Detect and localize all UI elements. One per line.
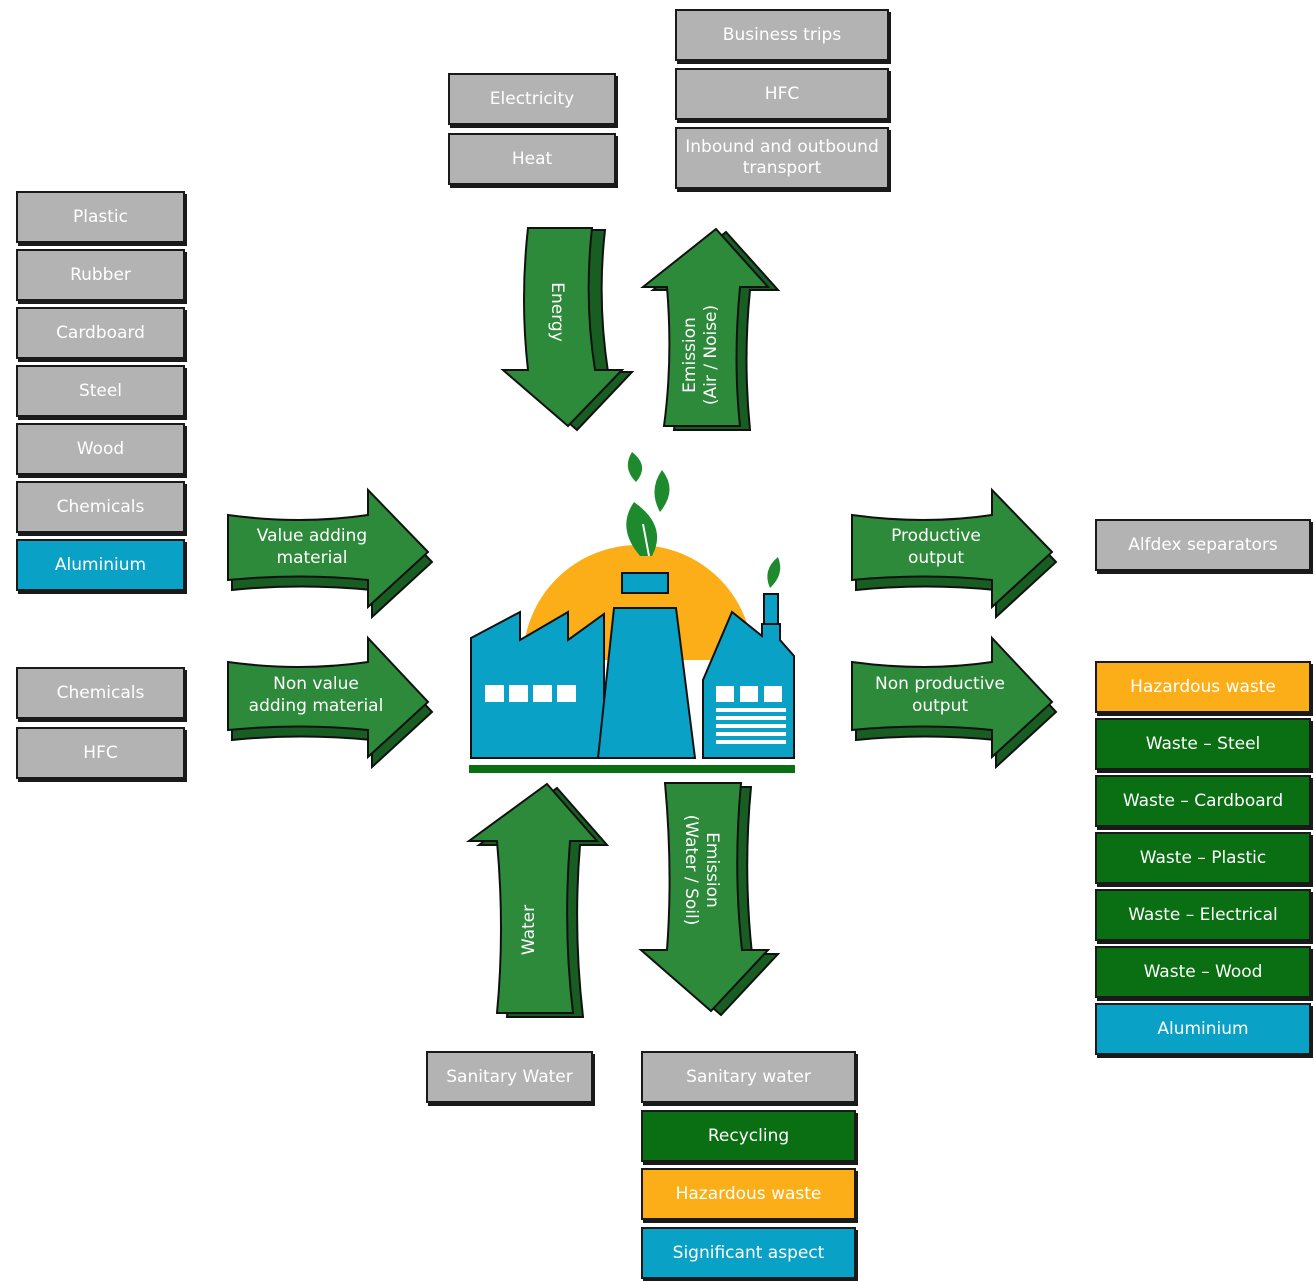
water-arrow: Water (465, 782, 610, 1018)
input-box-heat: Heat (448, 133, 616, 185)
factory-icon (469, 452, 795, 773)
non-value-adding-arrow-label-2: adding material (249, 696, 384, 716)
legend-hazardous-waste: Hazardous waste (641, 1168, 856, 1220)
emission-water-arrow-label-1: Emission (702, 832, 722, 908)
waste-box-hazardous: Hazardous waste (1095, 661, 1311, 713)
emission-box-hfc: HFC (675, 68, 889, 120)
non-productive-output-arrow: Non productive output (851, 635, 1058, 770)
value-adding-arrow: Value adding material (227, 487, 434, 620)
water-arrow-label: Water (519, 905, 539, 955)
energy-arrow: Energy (500, 227, 635, 432)
productive-output-arrow-label-2: output (908, 548, 964, 568)
water-box-sanitary-water: Sanitary Water (426, 1051, 593, 1103)
emission-box-business-trips: Business trips (675, 9, 889, 61)
emission-air-arrow-label-1: Emission (680, 317, 700, 393)
emission-air-arrow: Emission (Air / Noise) (640, 227, 781, 431)
value-adding-arrow-label-1: Value adding (257, 526, 367, 546)
productive-output-arrow: Productive output (851, 487, 1058, 620)
non-value-adding-arrow-label-1: Non value (273, 674, 359, 694)
waste-box-cardboard: Waste – Cardboard (1095, 775, 1311, 827)
waste-box-aluminium: Aluminium (1095, 1003, 1311, 1055)
material-box-aluminium: Aluminium (16, 539, 185, 591)
non-productive-output-arrow-label-1: Non productive (875, 674, 1005, 694)
input-box-electricity: Electricity (448, 73, 616, 125)
waste-box-electrical: Waste – Electrical (1095, 889, 1311, 941)
non-value-box-chemicals: Chemicals (16, 667, 185, 719)
material-box-cardboard: Cardboard (16, 307, 185, 359)
legend-significant-aspect: Significant aspect (641, 1227, 856, 1279)
non-productive-output-arrow-label-2: output (912, 696, 968, 716)
emission-water-arrow-label-2: (Water / Soil) (681, 815, 701, 926)
emission-box-transport: Inbound and outbound transport (675, 127, 889, 189)
energy-arrow-label: Energy (547, 282, 567, 342)
non-value-adding-arrow: Non value adding material (227, 635, 434, 770)
leaf-icon (626, 452, 781, 588)
material-box-rubber: Rubber (16, 249, 185, 301)
output-box-alfdex-separators: Alfdex separators (1095, 519, 1311, 571)
non-value-box-hfc: HFC (16, 727, 185, 779)
emission-water-arrow: Emission (Water / Soil) (638, 782, 781, 1017)
emission-water-box-sanitary-water: Sanitary water (641, 1051, 856, 1103)
productive-output-arrow-label-1: Productive (891, 526, 981, 546)
value-adding-arrow-label-2: material (277, 548, 348, 568)
waste-box-plastic: Waste – Plastic (1095, 832, 1311, 884)
material-box-wood: Wood (16, 423, 185, 475)
waste-box-steel: Waste – Steel (1095, 718, 1311, 770)
waste-box-wood: Waste – Wood (1095, 946, 1311, 998)
legend-recycling: Recycling (641, 1110, 856, 1162)
material-box-chemicals: Chemicals (16, 481, 185, 533)
emission-air-arrow-label-2: (Air / Noise) (701, 305, 721, 405)
material-box-steel: Steel (16, 365, 185, 417)
material-box-plastic: Plastic (16, 191, 185, 243)
